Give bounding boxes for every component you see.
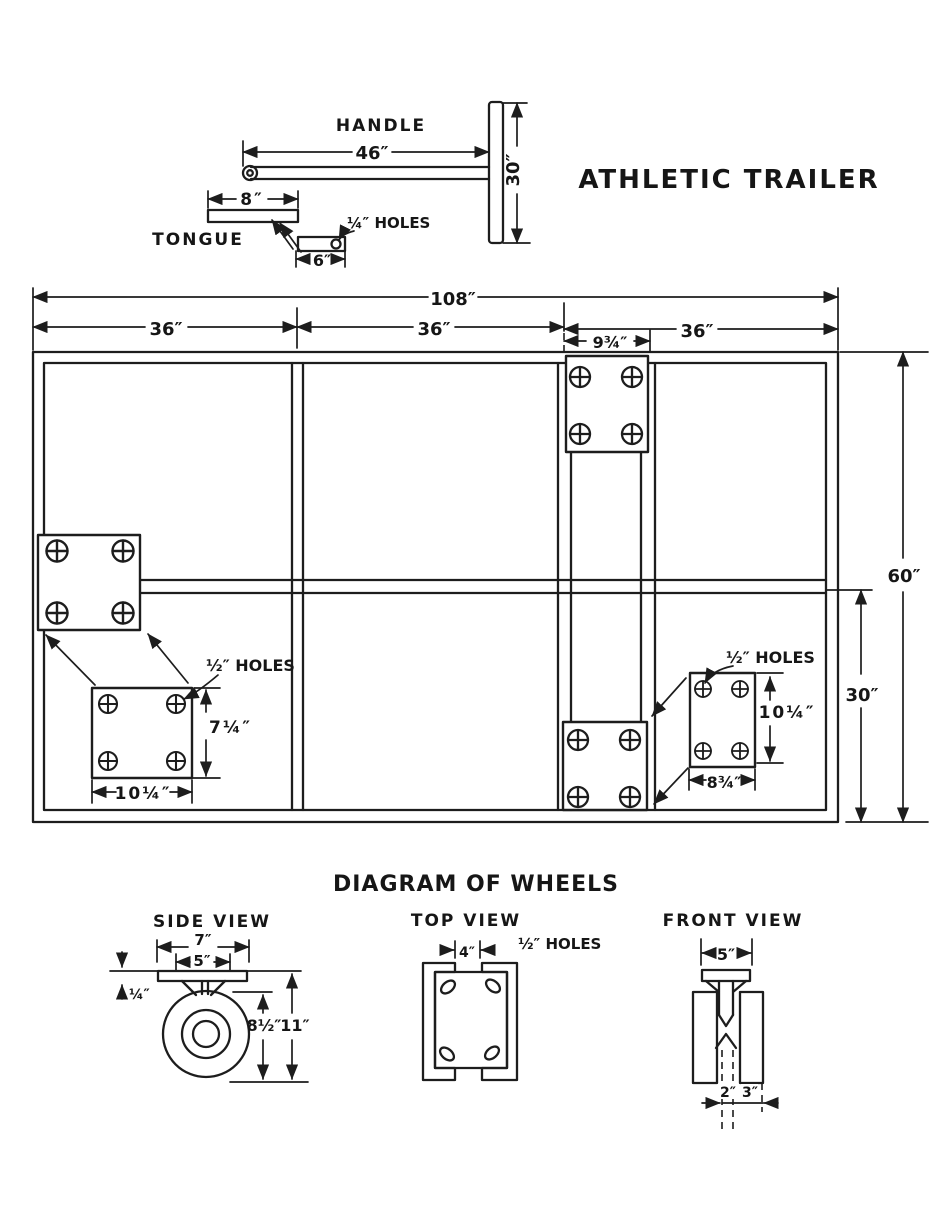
wheel-side-view: SIDE VIEW 7″ 5″ ¼″ 8½″ 11″ [109, 912, 310, 1083]
dim-side-plate-thickness: ¼″ [129, 987, 150, 1003]
slot-hole [483, 1045, 501, 1061]
wheel-front-view: FRONT VIEW 5″ 2″ 3″ [663, 911, 804, 1130]
dim-right-plate-height: 10¼″ [759, 703, 816, 723]
dim-rear-half-height: 30″ [845, 685, 878, 706]
quarter-holes-label: ¼″ HOLES [347, 214, 430, 232]
dim-stub-length: 6″ [313, 251, 331, 270]
hub-groove-upper [717, 1013, 735, 1028]
tongue-stub [296, 235, 347, 253]
dim-right-plate-width: 8¾″ [707, 773, 742, 792]
top-view-label: TOP VIEW [411, 911, 521, 931]
right-holes-label: ½″ HOLES [726, 648, 815, 667]
wheel-axle [191, 1019, 221, 1049]
right-holes-leader [704, 665, 734, 684]
front-wheel-right [738, 990, 765, 1085]
dim-left-plate-width: 10¼″ [115, 784, 172, 804]
dim-overall-width: 108″ [430, 289, 476, 310]
plate-right-detail [688, 671, 757, 769]
caster-fork [180, 979, 227, 997]
right-plate-arrow-1 [651, 677, 687, 717]
plate-bottom-right [561, 720, 649, 812]
handle-shaft [249, 165, 491, 181]
tongue-bar [206, 208, 300, 224]
dim-left-plate-height: 7¼″ [209, 718, 252, 738]
dim-bay1: 36″ [149, 319, 182, 340]
wheel-outer [161, 989, 251, 1079]
dim-side-plate-width: 7″ [194, 931, 211, 949]
frame-mid-rail [42, 578, 828, 595]
dim-handle-length: 46″ [355, 143, 388, 164]
tongue-label: TONGUE [152, 230, 244, 250]
top-mount-plate [433, 970, 509, 1070]
quarter-holes-leader [338, 224, 355, 241]
dim-wheel-width: 3″ [742, 1085, 758, 1101]
frame-plan: 108″ 36″ 36″ 36″ 9¾″ 60″ 30″ 7¼″ 10¼″ ½″… [31, 287, 929, 824]
slot-hole [438, 1046, 456, 1062]
front-fork [704, 979, 748, 1017]
frame-divider-1 [290, 361, 305, 812]
frame-outer-rail [31, 350, 840, 824]
top-holes-label: ½″ HOLES [518, 935, 601, 953]
dim-bay3: 36″ [680, 321, 713, 342]
dim-hub-width: 2″ [720, 1085, 736, 1101]
plate-left [36, 533, 142, 632]
plate-top-right [564, 354, 650, 454]
plate-left-detail [90, 686, 194, 780]
handle-label: HANDLE [336, 116, 426, 136]
wheels-heading: DIAGRAM OF WHEELS [333, 872, 619, 897]
dim-handle-height: 30″ [503, 153, 524, 186]
handle-grip-ring [241, 164, 259, 182]
dim-tongue-length: 8″ [240, 190, 263, 210]
left-plate-arrow-2 [147, 633, 189, 684]
side-view-label: SIDE VIEW [153, 912, 271, 932]
wheel-top-view: TOP VIEW 4″ ½″ HOLES [411, 911, 601, 1082]
front-view-label: FRONT VIEW [663, 911, 804, 931]
joint-arrow-2 [279, 222, 302, 253]
hub-groove-lower [714, 1032, 738, 1050]
slot-hole [484, 978, 502, 994]
front-mount-plate [700, 968, 752, 983]
right-plate-arrow-2 [653, 767, 689, 805]
stub-hole [330, 238, 342, 250]
page-title: ATHLETIC TRAILER [578, 165, 879, 195]
left-holes-label: ½″ HOLES [206, 656, 295, 675]
handle-tongue-detail: HANDLE 46″ 30″ TONGUE 8″ 6″ ¼″ HOLES [152, 100, 531, 270]
wheel-hub [180, 1008, 232, 1060]
side-mount-plate [156, 969, 249, 983]
front-wheel-left [691, 990, 719, 1085]
dim-side-hub-width: 5″ [193, 952, 210, 970]
dim-bay2: 36″ [417, 319, 450, 340]
dim-front-plate-width: 5″ [717, 945, 735, 964]
dim-wheel-height: 8½″ [247, 1016, 282, 1035]
joint-arrow-1 [271, 219, 294, 250]
handle-crossbar [487, 100, 505, 245]
left-plate-arrow-1 [45, 634, 96, 686]
dim-slot-gap: 4″ [459, 945, 475, 961]
slot-hole [439, 979, 457, 995]
dim-overall-height: 60″ [887, 566, 920, 587]
dim-beam-width: 9¾″ [593, 333, 628, 352]
dim-total-height: 11″ [280, 1016, 309, 1035]
left-holes-leader [183, 674, 219, 700]
